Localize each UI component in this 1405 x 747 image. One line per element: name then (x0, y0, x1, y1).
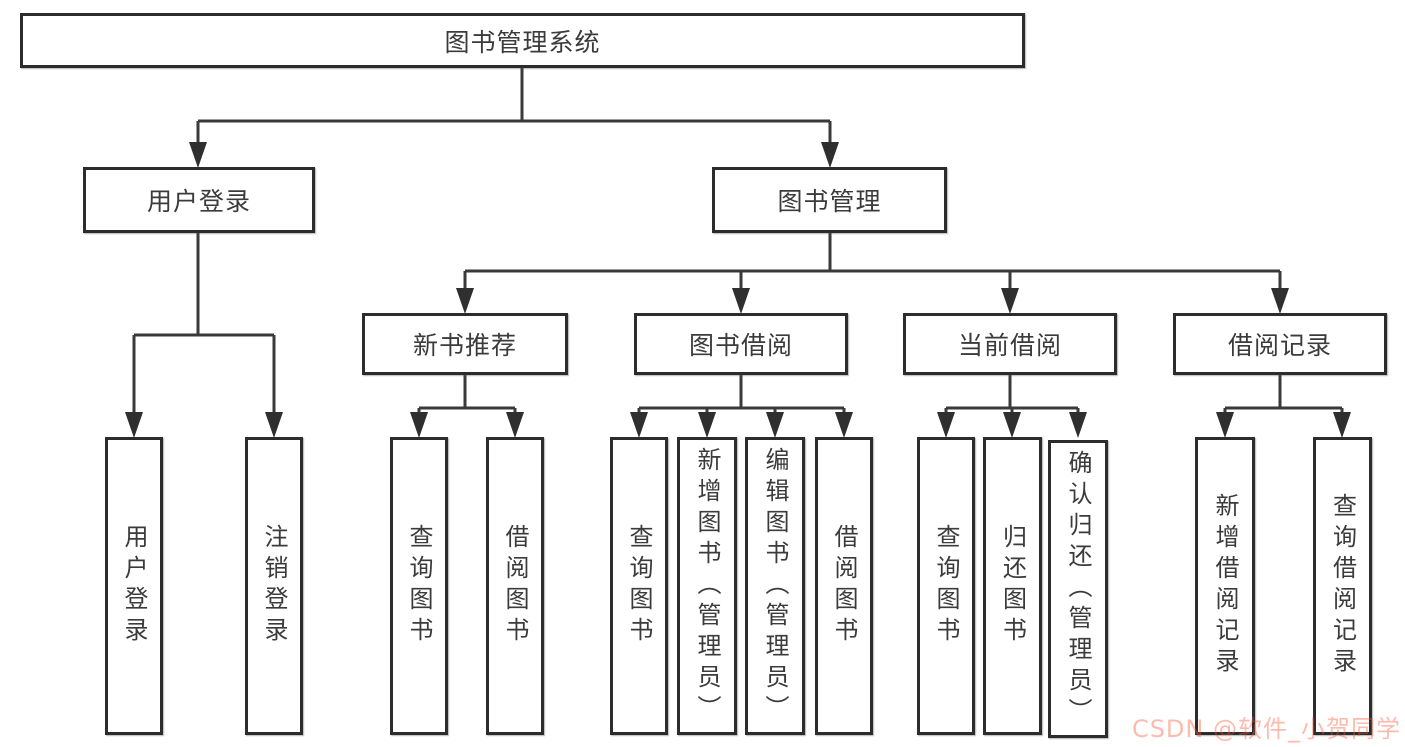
node-label: 图书管理 (777, 187, 882, 216)
leaf-user-login: 用户登录 (105, 437, 163, 735)
node-book-management: 图书管理 (712, 167, 947, 233)
node-library-management-system: 图书管理系统 (20, 13, 1025, 68)
csdn-watermark: CSDN @软件_小贺同学 (1131, 715, 1401, 743)
leaf-label: 查询图书 (625, 524, 653, 648)
node-label: 当前借阅 (957, 331, 1062, 360)
leaf-edit-book-admin: 编辑图书（管理员） (745, 437, 805, 735)
leaf-query-books: 查询图书 (390, 437, 448, 735)
node-new-book-recommendation: 新书推荐 (362, 313, 568, 375)
leaf-logout: 注销登录 (245, 437, 303, 735)
leaf-label: 查询借阅记录 (1328, 493, 1357, 679)
leaf-confirm-return-admin: 确认归还（管理员） (1048, 440, 1108, 738)
leaf-borrow-books: 借阅图书 (815, 437, 873, 735)
leaf-return-books: 归还图书 (983, 437, 1042, 735)
node-current-borrowing: 当前借阅 (903, 313, 1117, 375)
node-label: 图书管理系统 (444, 27, 601, 57)
leaf-label: 归还图书 (998, 524, 1027, 648)
leaf-label: 注销登录 (260, 524, 288, 648)
leaf-borrow-books: 借阅图书 (486, 437, 544, 735)
leaf-label: 确认归还（管理员） (1064, 449, 1092, 729)
node-borrowing-records: 借阅记录 (1173, 313, 1387, 375)
leaf-label: 查询图书 (405, 524, 433, 648)
node-label: 图书借阅 (688, 331, 793, 360)
leaf-label: 用户登录 (120, 524, 148, 648)
leaf-label: 新增借阅记录 (1211, 493, 1239, 679)
node-label: 借阅记录 (1227, 331, 1332, 360)
node-label: 用户登录 (146, 187, 251, 216)
leaf-label: 新增图书（管理员） (693, 446, 721, 726)
leaf-label: 编辑图书（管理员） (761, 446, 789, 726)
node-book-borrowing: 图书借阅 (634, 313, 848, 375)
leaf-label: 查询图书 (932, 524, 960, 648)
connector-strokes (132, 68, 1344, 414)
node-user-login: 用户登录 (83, 167, 315, 233)
leaf-query-books: 查询图书 (610, 437, 668, 735)
leaf-add-book-admin: 新增图书（管理员） (677, 437, 737, 735)
leaf-query-books: 查询图书 (917, 437, 975, 735)
leaf-label: 借阅图书 (830, 524, 858, 648)
leaf-label: 借阅图书 (501, 524, 529, 648)
arrowheads (125, 142, 1351, 438)
leaf-query-borrow-record: 查询借阅记录 (1313, 437, 1372, 735)
node-label: 新书推荐 (412, 331, 517, 360)
leaf-add-borrow-record: 新增借阅记录 (1195, 437, 1255, 735)
